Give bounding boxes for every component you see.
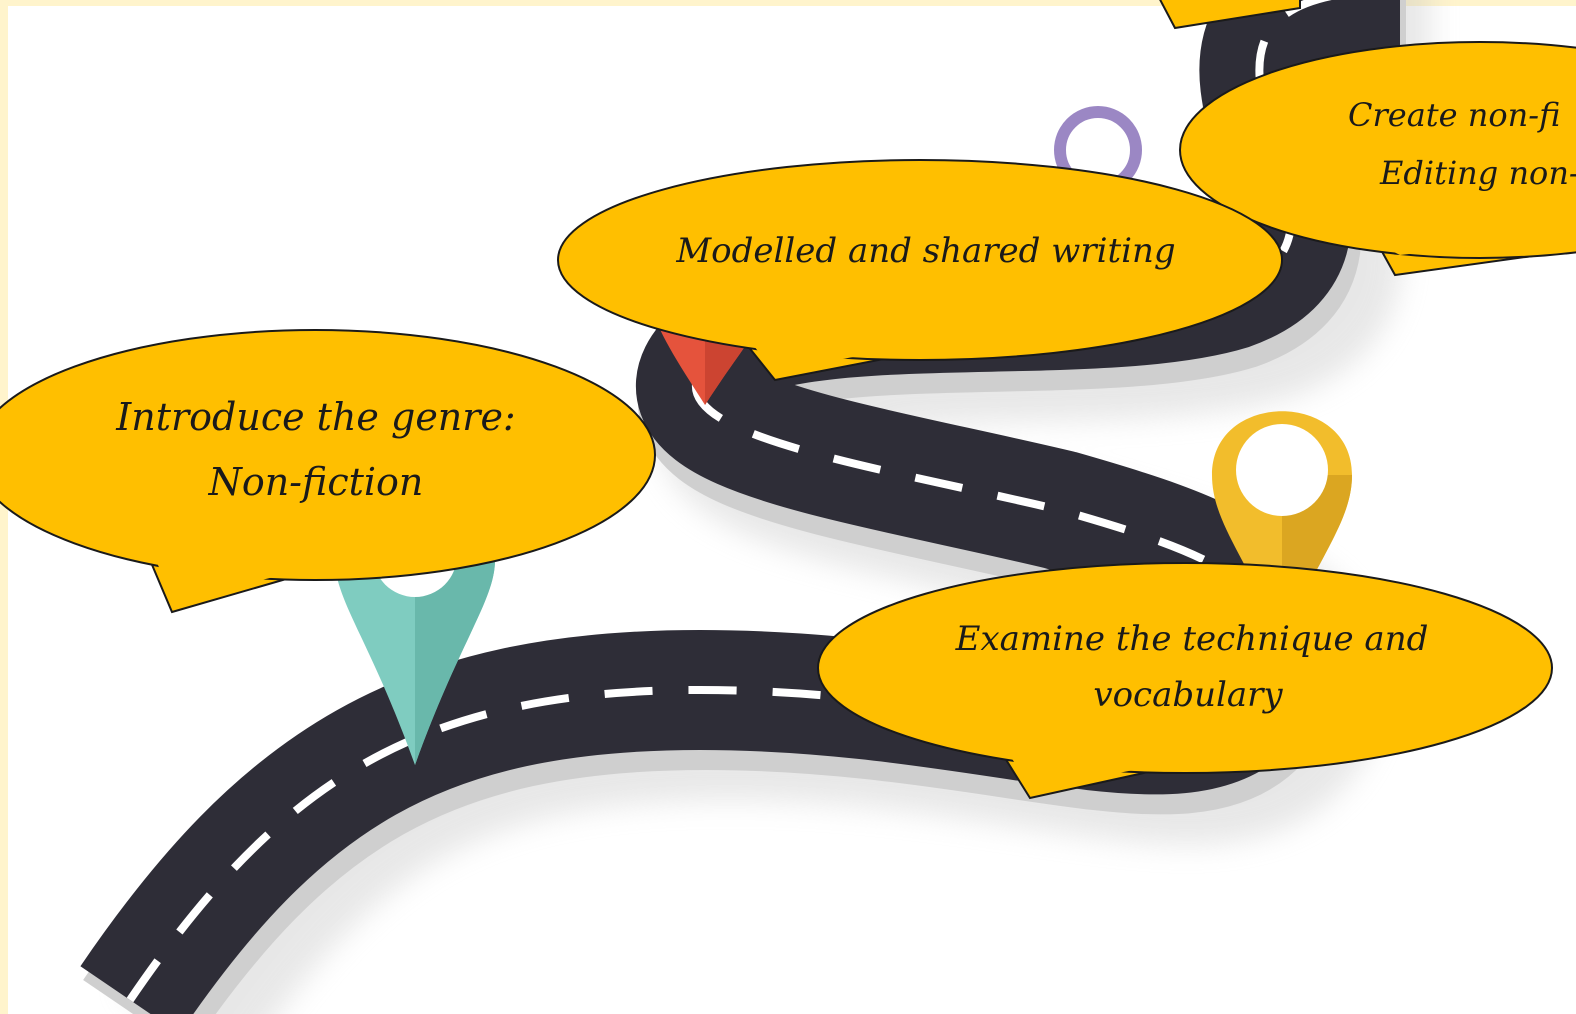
modelled-step-label: Modelled and shared writing xyxy=(675,231,1175,271)
speech-bubble-examine: Examine the technique and vocabulary xyxy=(817,562,1553,800)
road-center-dashes xyxy=(126,0,1333,1003)
examine-step-line-1: Examine the technique and xyxy=(955,619,1429,659)
examine-step-line-2: vocabulary xyxy=(1093,675,1283,715)
create-step-line-2: Editing non-f xyxy=(1379,154,1576,192)
speech-bubble-create: Create non-fi Editing non-f xyxy=(1179,41,1576,277)
create-step-line-1: Create non-fi xyxy=(1348,96,1560,134)
introduce-step-line-2: Non-fiction xyxy=(208,460,424,504)
frame-left-border xyxy=(0,0,8,1014)
introduce-step-line-1: Introduce the genre: xyxy=(115,395,516,439)
speech-bubble-modelled: Modelled and shared writing xyxy=(557,159,1283,382)
speech-bubble-top-cutoff xyxy=(1159,0,1301,30)
speech-bubble-introduce: Introduce the genre: Non-fiction xyxy=(0,329,656,614)
frame-top-border xyxy=(0,0,1576,6)
